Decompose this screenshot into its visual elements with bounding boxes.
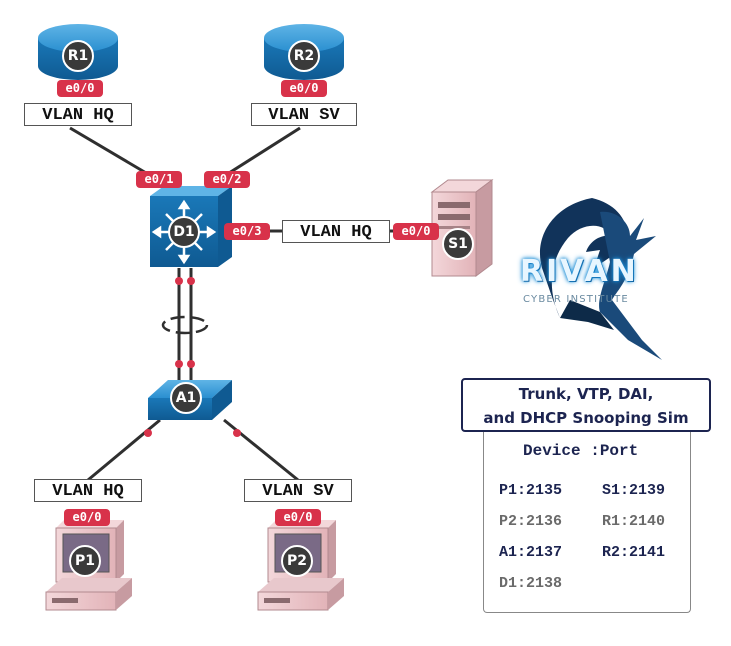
router-r2-label: R2 (288, 40, 320, 72)
link-a1-p2 (223, 418, 299, 482)
port-entry-a1: A1:2137 (499, 544, 563, 561)
port-p1-e0-0: e0/0 (64, 509, 110, 526)
port-s1-e0-0: e0/0 (393, 223, 439, 240)
vlan-tag-p2: VLAN SV (244, 479, 352, 502)
pc-p2-label: P2 (281, 545, 313, 577)
port-table-card (483, 425, 691, 613)
links (69, 126, 440, 482)
port-entry-r1: R1:2140 (602, 513, 666, 530)
vlan-tag-r2: VLAN SV (251, 103, 357, 126)
port-d1-e0-2: e0/2 (204, 171, 250, 188)
card-title-line-2: and DHCP Snooping Sim (483, 409, 689, 427)
port-entry-s1: S1:2139 (602, 482, 666, 499)
port-entry-p2: P2:2136 (499, 513, 563, 530)
port-entry-r2: R2:2141 (602, 544, 666, 561)
vlan-tag-s1: VLAN HQ (282, 220, 390, 243)
card-title-line-1: Trunk, VTP, DAI, (518, 385, 654, 403)
card-header: Device :Port (523, 442, 639, 460)
port-d1-e0-1: e0/1 (136, 171, 182, 188)
server-s1-label: S1 (442, 228, 474, 260)
logo-tagline: CYBER INSTITUTE (523, 294, 629, 305)
port-r1-e0-0: e0/0 (57, 80, 103, 97)
vlan-tag-p1: VLAN HQ (34, 479, 142, 502)
switch-d1-label: D1 (168, 216, 200, 248)
logo-wordmark: RIVAN (520, 254, 639, 289)
port-p2-e0-0: e0/0 (275, 509, 321, 526)
card-title: Trunk, VTP, DAI, and DHCP Snooping Sim (461, 378, 711, 432)
port-entry-p1: P1:2135 (499, 482, 563, 499)
port-entry-d1: D1:2138 (499, 575, 563, 592)
router-r1-label: R1 (62, 40, 94, 72)
port-r2-e0-0: e0/0 (281, 80, 327, 97)
link-status-dots (144, 277, 241, 437)
etherchannel-icon (161, 315, 209, 335)
vlan-tag-r1: VLAN HQ (24, 103, 132, 126)
link-a1-p1 (87, 418, 161, 482)
rivan-dragon-logo-icon (539, 198, 662, 360)
port-d1-e0-3: e0/3 (224, 223, 270, 240)
switch-a1-label: A1 (170, 382, 202, 414)
pc-p1-label: P1 (69, 545, 101, 577)
